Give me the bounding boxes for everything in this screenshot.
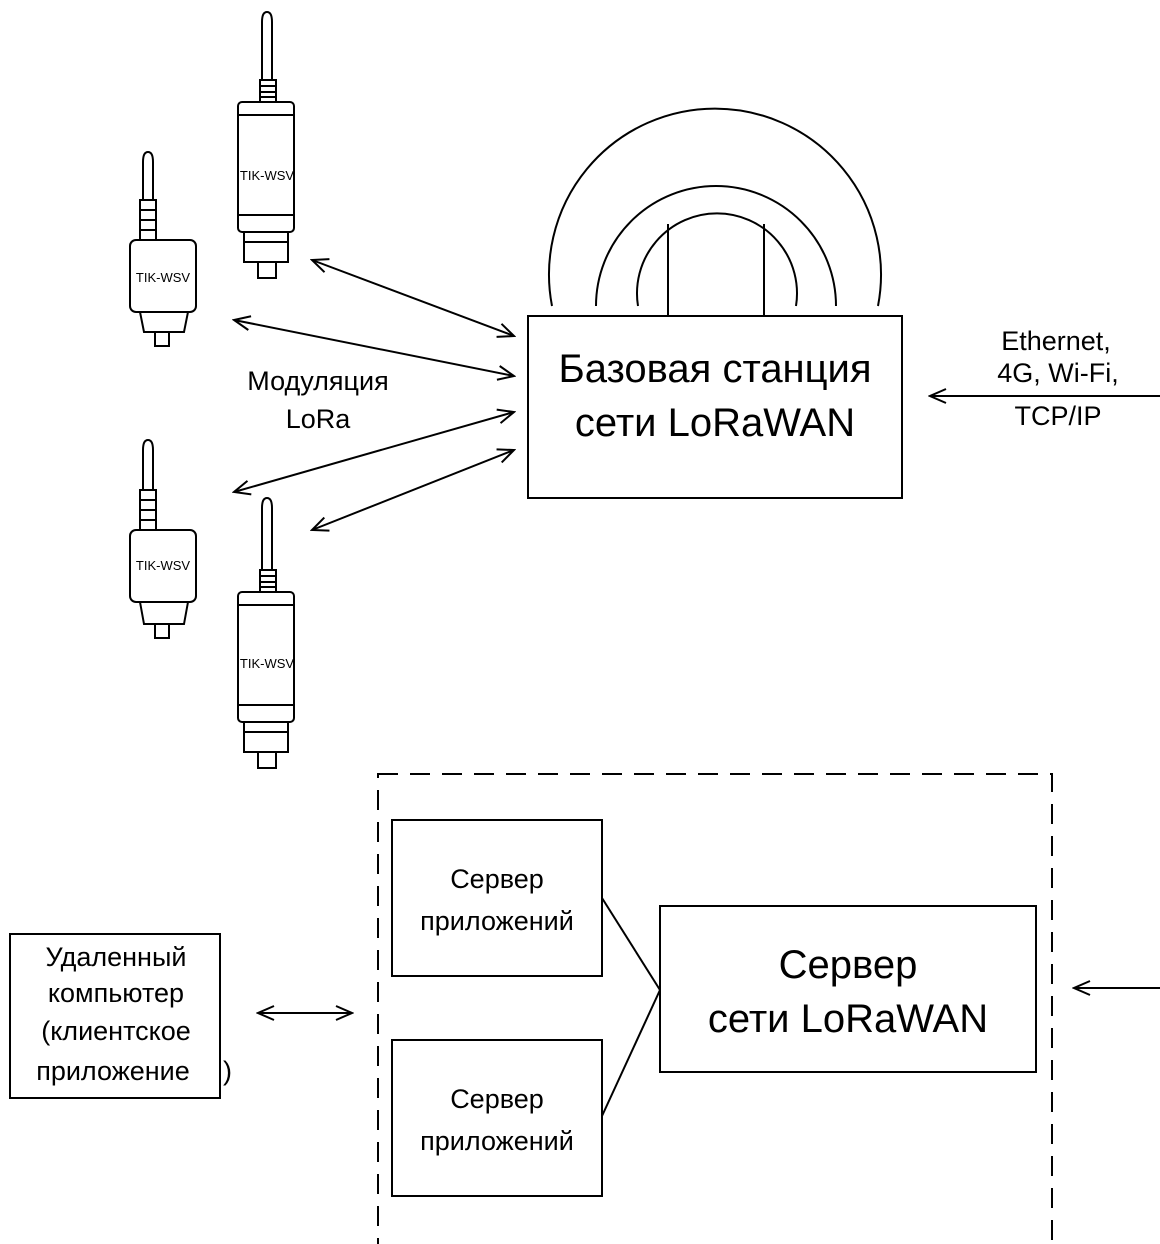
- radio-waves-icon: [548, 107, 882, 307]
- network-server-line1: Сервер: [779, 943, 918, 987]
- remote-computer-line3: (клиентское: [41, 1016, 191, 1046]
- backhaul-line3: TCP/IP: [1014, 401, 1101, 431]
- device-label: TIK-WSV: [240, 656, 294, 671]
- server-cluster-boundary: [377, 773, 1053, 1244]
- server-connectors: [601, 897, 661, 1117]
- remote-computer-line2: компьютер: [48, 978, 184, 1008]
- device-label: TIK-WSV: [136, 558, 190, 573]
- antenna-icon: [261, 10, 273, 81]
- modulation-label-line2: LoRa: [286, 404, 352, 434]
- network-server-box: [659, 905, 1037, 1073]
- antenna-icon: [142, 438, 154, 491]
- app-server-top-line2: приложений: [420, 906, 574, 936]
- bidirectional-arrow: [234, 320, 514, 376]
- app-server-bottom-line2: приложений: [420, 1126, 574, 1156]
- remote-computer-line4-tail: ): [223, 1056, 232, 1086]
- device-tall-top: [237, 10, 295, 279]
- antenna-icon: [142, 150, 154, 201]
- app-server-bottom-line1: Сервер: [450, 1084, 544, 1114]
- app-server-top-box: [391, 819, 603, 977]
- lora-links: [234, 260, 514, 530]
- remote-computer-box: [9, 933, 221, 1099]
- modulation-label-line1: Модуляция: [247, 366, 388, 396]
- bidirectional-arrow: [312, 260, 514, 336]
- backhaul-line1: Ethernet,: [1001, 326, 1111, 356]
- base-station-antennas: [667, 224, 765, 316]
- remote-computer-line1: Удаленный: [46, 942, 187, 972]
- device-label: TIK-WSV: [240, 168, 294, 183]
- base-station-box: [527, 315, 903, 499]
- app-server-bottom-box: [391, 1039, 603, 1197]
- device-short-bottom: [129, 438, 197, 639]
- bidirectional-arrow: [312, 450, 514, 530]
- device-short-top: [129, 150, 197, 347]
- backhaul-line2: 4G, Wi-Fi,: [997, 358, 1119, 388]
- base-station-line2: сети LoRaWAN: [575, 401, 855, 445]
- remote-computer-line4: приложение: [36, 1056, 190, 1086]
- bidirectional-arrow: [234, 412, 514, 492]
- antenna-icon: [261, 496, 273, 571]
- base-station-line1: Базовая станция: [558, 347, 871, 391]
- app-server-top-line1: Сервер: [450, 864, 544, 894]
- network-server-line2: сети LoRaWAN: [708, 997, 988, 1041]
- device-label: TIK-WSV: [136, 270, 190, 285]
- device-tall-bottom: [237, 496, 295, 769]
